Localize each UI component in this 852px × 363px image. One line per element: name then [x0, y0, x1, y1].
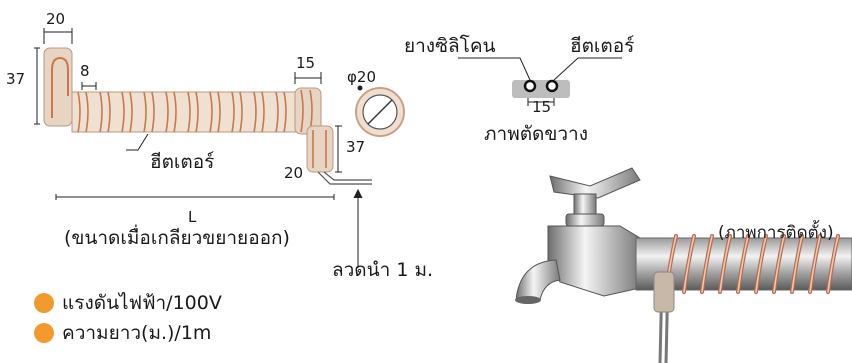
dim-cross-width: 15	[532, 98, 551, 116]
spec-voltage-text: แรงดันไฟฟ้า/100V	[62, 292, 222, 314]
label-heater-main: ฮีตเตอร์	[150, 151, 214, 173]
dim-length: L	[188, 208, 197, 226]
dim-tail-bottom: 20	[284, 164, 303, 182]
cross-section	[458, 57, 622, 106]
label-cross-section: ภาพตัดขวาง	[484, 123, 588, 145]
dim-coil-end-width: 20	[46, 10, 65, 28]
dim-diameter: φ20	[347, 68, 376, 86]
dim-pitch: 8	[80, 62, 90, 80]
coil-heater	[43, 47, 372, 185]
label-install-view: (ภาพการติดตั้ง)	[718, 220, 834, 243]
bullet-icon	[34, 293, 54, 313]
spec-length-text: ความยาว(ม.)/1m	[62, 322, 212, 344]
label-heater-cross: ฮีตเตอร์	[570, 35, 634, 57]
coil-body	[71, 91, 301, 133]
faucet-illustration	[515, 167, 852, 363]
label-silicone-rubber: ยางซิลิโคน	[404, 34, 496, 57]
dimension-lines	[34, 28, 363, 268]
spec-voltage: แรงดันไฟฟ้า/100V	[34, 288, 222, 318]
pipe-coil	[664, 234, 840, 294]
bullet-icon	[34, 323, 54, 343]
dim-tail-width: 15	[296, 54, 315, 72]
label-lead-wire: ลวดนำ 1 ม.	[332, 259, 433, 281]
diameter-circle	[355, 85, 405, 137]
dim-tail-height: 37	[346, 138, 365, 156]
label-length-note: (ขนาดเมื่อเกลียวขยายออก)	[64, 224, 290, 249]
spec-length: ความยาว(ม.)/1m	[34, 318, 211, 348]
dim-coil-end-height: 37	[6, 70, 25, 88]
